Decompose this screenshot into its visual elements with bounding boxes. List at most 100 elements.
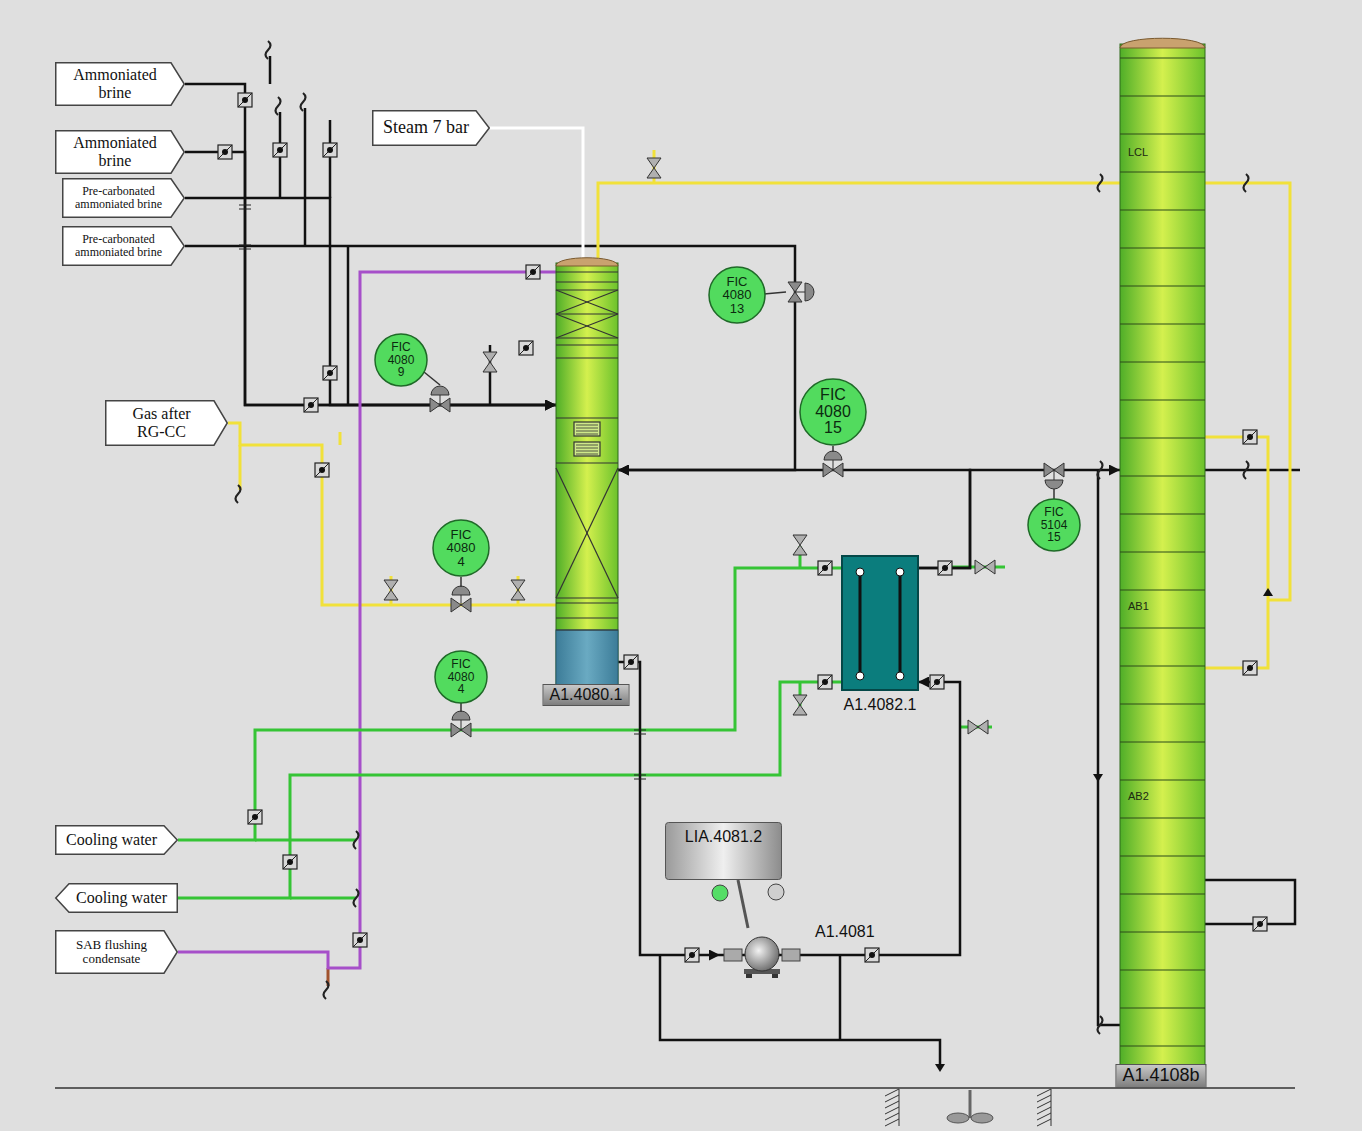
controller-tag: FIC 4080 4 <box>448 658 475 696</box>
controller-circle <box>433 520 489 576</box>
tag-outline <box>106 401 228 446</box>
equipment-plate: A1.4108b <box>1115 1064 1206 1088</box>
pipe-line <box>618 470 970 568</box>
butterfly-valve <box>353 933 367 947</box>
pipe-stub <box>255 839 356 842</box>
pipe-line <box>178 682 842 898</box>
node-outline <box>834 556 926 716</box>
pipe-break <box>266 41 271 59</box>
heat-exchanger: A1.4082.1 <box>834 556 926 716</box>
pipe-stub <box>738 880 748 928</box>
tag-outline <box>56 131 185 174</box>
butterfly-valve <box>273 143 287 157</box>
butterfly-valve <box>526 265 540 279</box>
pipe-break <box>354 889 359 907</box>
tag-outline <box>63 227 185 266</box>
pipe-break <box>1098 1016 1103 1034</box>
control-valve <box>1044 463 1064 489</box>
stream-tag: Steam 7 bar <box>372 110 490 146</box>
butterfly-valve <box>238 93 252 107</box>
butterfly-valve <box>865 948 879 962</box>
controller-tag: FIC 4080 4 <box>447 528 476 569</box>
section-label: AB1 <box>1128 600 1149 612</box>
pipe-line <box>918 470 1120 568</box>
signal-stem <box>1053 489 1055 499</box>
stream-label: Ammoniated brine <box>65 66 165 101</box>
pipe-stub <box>1205 880 1295 924</box>
stream-tag: Pre-carbonated ammoniated brine <box>62 226 185 266</box>
pipe-stub <box>1098 470 1120 1025</box>
pipe-line <box>228 423 556 605</box>
control-valve <box>788 282 814 302</box>
butterfly-valve <box>519 341 533 355</box>
butterfly-valve <box>818 561 832 575</box>
plate-bar <box>856 568 864 680</box>
flow-arrow <box>1263 588 1273 596</box>
status-lamp <box>712 885 728 901</box>
butterfly-valve <box>218 145 232 159</box>
agitator <box>947 1090 993 1123</box>
pipe-line <box>618 662 720 955</box>
controller-tag: FIC 4080 15 <box>815 387 851 437</box>
column-internals <box>556 272 618 630</box>
pipe-stub <box>839 955 842 1040</box>
control-valve <box>451 711 471 737</box>
pipe-break <box>301 93 306 111</box>
butterfly-valve <box>283 855 297 869</box>
controller-circle <box>800 379 866 445</box>
tag-outline <box>63 179 185 218</box>
level-tank: LIA.4081.2 <box>665 822 782 880</box>
column-body <box>1120 44 1205 1066</box>
pipe-line <box>185 198 556 405</box>
pipe-stub <box>660 955 940 1066</box>
controller-bubble: FIC 4080 4 <box>432 519 490 577</box>
butterfly-valve <box>1243 430 1257 444</box>
controller-circle <box>709 267 765 323</box>
controller-bubble: FIC 5104 15 <box>1027 498 1081 552</box>
tag-outline <box>56 63 185 106</box>
stream-label: Cooling water <box>66 831 157 849</box>
butterfly-valve <box>304 398 318 412</box>
controller-bubble: FIC 4080 4 <box>434 650 488 704</box>
pipe-line <box>598 183 1120 258</box>
pipe-stub <box>1205 437 1268 668</box>
pipe-break <box>1098 174 1103 192</box>
stream-tag: Ammoniated brine <box>55 130 185 174</box>
hand-valve <box>968 720 988 734</box>
pipe-line <box>490 128 583 258</box>
pipe-stub <box>269 56 272 84</box>
controller-bubble: FIC 4080 15 <box>799 378 867 446</box>
stream-tag: Ammoniated brine <box>55 62 185 106</box>
butterfly-valve <box>938 561 952 575</box>
hand-valve <box>647 158 661 178</box>
pit-hatch <box>885 1089 899 1126</box>
signal-stem <box>424 372 440 385</box>
stream-label: Pre-carbonated ammoniated brine <box>68 233 169 259</box>
butterfly-valve <box>323 366 337 380</box>
signal-stem <box>460 577 462 587</box>
control-valve <box>823 451 843 477</box>
pipe-stub <box>1205 469 1300 472</box>
controller-bubble: FIC 4080 13 <box>708 266 766 324</box>
controller-circle <box>1028 499 1080 551</box>
stream-label: Steam 7 bar <box>383 118 469 138</box>
pump-symbol <box>720 937 805 978</box>
pipe-break <box>354 831 359 849</box>
stream-tag: SAB flushing condensate <box>55 930 178 974</box>
pipe-line <box>178 272 556 968</box>
pipe-stub <box>1205 183 1290 600</box>
hand-valve <box>975 560 995 574</box>
pipe-stub <box>290 897 356 900</box>
pipe-stub <box>347 246 350 405</box>
stream-label: Pre-carbonated ammoniated brine <box>68 185 169 211</box>
butterfly-valve <box>1243 661 1257 675</box>
tag-outline <box>373 111 490 146</box>
pipe-line <box>805 682 960 955</box>
stream-label: Cooling water <box>76 889 167 907</box>
pipe-line <box>185 246 795 470</box>
butterfly-valve <box>685 948 699 962</box>
flange-mark <box>634 775 646 779</box>
tag-outline <box>56 884 178 913</box>
pipe-line <box>178 568 842 840</box>
tag-outline <box>56 931 178 974</box>
